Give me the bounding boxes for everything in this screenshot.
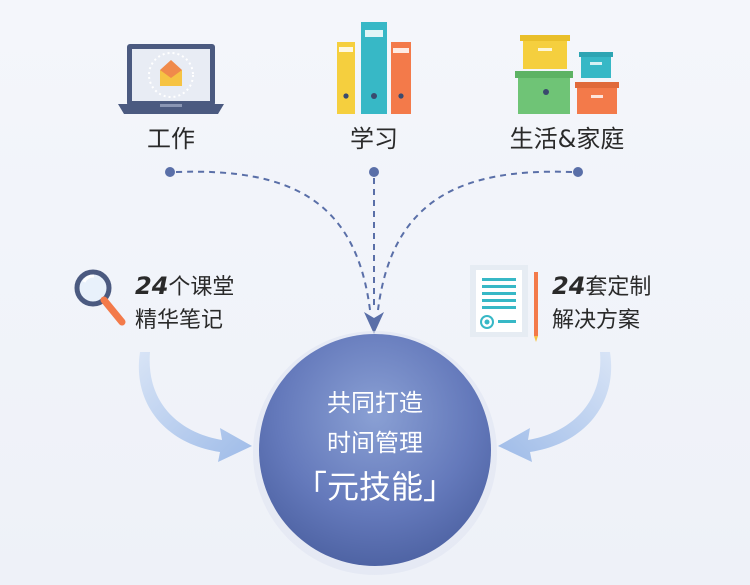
document-icon [470, 265, 538, 342]
right-feature-line1: 24套定制 [552, 271, 651, 303]
label-life-family: 生活&家庭 [509, 125, 625, 153]
center-circle [259, 334, 491, 566]
left-feature-line1-text: 个课堂 [168, 275, 235, 300]
left-feature-line1: 24个课堂 [135, 271, 234, 303]
connector-dot-life [573, 167, 583, 177]
books-icon [337, 22, 411, 114]
right-feature-line2: 解决方案 [552, 308, 641, 333]
label-work: 工作 [147, 125, 195, 153]
left-curved-arrow [138, 352, 252, 462]
right-curved-arrow [498, 352, 612, 462]
right-feature-line1-text: 套定制 [585, 275, 652, 300]
laptop-icon [118, 44, 224, 114]
label-study: 学习 [350, 125, 398, 153]
arrowhead-down [364, 312, 384, 334]
left-feature-line2: 精华笔记 [135, 308, 224, 333]
right-feature-number: 24 [552, 272, 586, 300]
connector-dot-study [369, 167, 379, 177]
connector-dot-work [165, 167, 175, 177]
magnifier-icon [74, 269, 126, 326]
dashed-connectors [165, 167, 583, 334]
center-line1: 共同打造 [327, 389, 423, 417]
center-line3: 「元技能」 [294, 468, 455, 506]
boxes-icon [515, 35, 619, 114]
left-feature-number: 24 [135, 272, 169, 300]
center-line2: 时间管理 [327, 429, 423, 457]
